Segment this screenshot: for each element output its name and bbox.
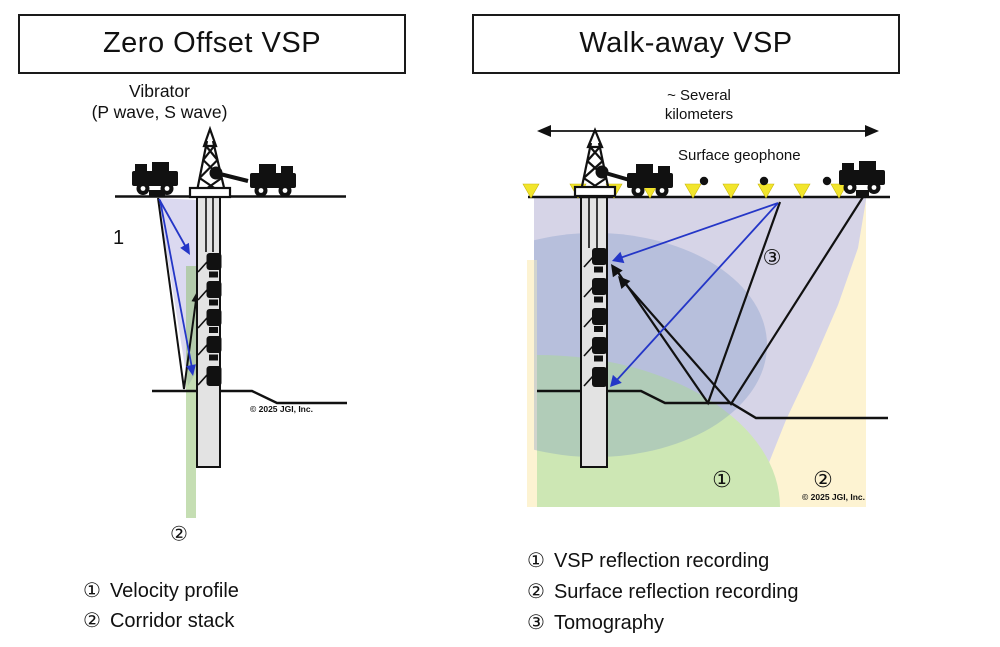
distance-label-line1: ~ Several — [667, 87, 731, 104]
left-borehole — [196, 195, 222, 468]
legend-label: Corridor stack — [109, 610, 235, 632]
legend-item-surface-reflection: ② Surface reflection recording — [527, 577, 799, 608]
legend-label: Surface reflection recording — [553, 581, 799, 603]
distance-label-line2: kilometers — [664, 106, 734, 123]
legend-marker: ③ — [527, 612, 545, 634]
legend-marker: ① — [83, 580, 101, 602]
wireline — [205, 197, 214, 252]
left-edge-strip — [527, 260, 537, 507]
wireline — [588, 197, 598, 248]
left-copyright: © 2025 JGI, Inc. — [250, 404, 313, 414]
right-blue-arrows — [610, 202, 779, 387]
geophone-triangle — [793, 183, 811, 199]
right-reflector-line — [537, 389, 888, 420]
distance-arrow — [537, 125, 879, 137]
surface-geophone-label: Surface geophone — [678, 147, 801, 164]
support-truck-icon — [250, 164, 296, 197]
geophone-triangle — [684, 183, 702, 199]
vibrator-source-label: Vibrator (P wave, S wave) — [57, 81, 262, 123]
surface-reflection-marker: ② — [813, 467, 833, 492]
vsp-reflection-marker: ① — [712, 467, 732, 492]
vibrator-truck-icon — [132, 162, 178, 197]
geophone-triangle — [522, 183, 540, 199]
right-legend: ① VSP reflection recording ② Surface ref… — [527, 546, 799, 639]
geophone-arms — [197, 261, 208, 386]
geophone-arms — [583, 256, 594, 387]
legend-marker: ② — [527, 581, 545, 603]
subsurface-regions — [527, 197, 866, 507]
borehole-geophones — [592, 248, 607, 387]
geophone-triangle — [830, 183, 848, 199]
vibrator-source-label-line2: (P wave, S wave) — [91, 102, 228, 122]
surface-reflection-region — [757, 200, 866, 507]
vibrator-pad — [149, 190, 165, 197]
legend-label: Tomography — [553, 612, 664, 634]
vibrator-source-label-line1: Vibrator — [129, 81, 190, 101]
right-derrick-icon — [573, 127, 634, 198]
right-ray-paths — [611, 196, 864, 406]
legend-marker: ② — [83, 610, 101, 632]
borehole-geophones — [206, 253, 222, 386]
legend-item-vsp-reflection: ① VSP reflection recording — [527, 546, 799, 577]
legend-item-corridor-stack: ② Corridor stack — [83, 606, 239, 636]
left-diagram — [115, 125, 347, 518]
legend-marker: ① — [527, 550, 545, 572]
legend-label: VSP reflection recording — [553, 550, 770, 572]
corridor-stack-marker: ② — [170, 523, 188, 546]
tomography-marker: ③ — [762, 246, 782, 270]
right-diagram — [522, 125, 890, 507]
distance-label: ~ Several kilometers — [618, 86, 780, 124]
left-blue-arrows — [158, 198, 196, 376]
legend-item-velocity-profile: ① Velocity profile — [83, 576, 239, 606]
left-derrick-icon — [188, 125, 249, 199]
legend-item-tomography: ③ Tomography — [527, 608, 799, 639]
legend-label: Velocity profile — [109, 580, 239, 602]
left-reflector-line — [152, 389, 347, 405]
left-legend: ① Velocity profile ② Corridor stack — [83, 576, 239, 636]
vibrator-truck-icon — [839, 161, 885, 196]
raypath-1-label: 1 — [113, 227, 125, 249]
left-panel-title: Zero Offset VSP — [18, 14, 406, 74]
right-copyright: © 2025 JGI, Inc. — [802, 492, 865, 502]
right-borehole — [580, 195, 608, 468]
surface-dots — [699, 176, 832, 186]
vibrator-pad — [856, 190, 869, 196]
geophone-triangle — [722, 183, 740, 199]
right-panel-title: Walk-away VSP — [472, 14, 900, 74]
